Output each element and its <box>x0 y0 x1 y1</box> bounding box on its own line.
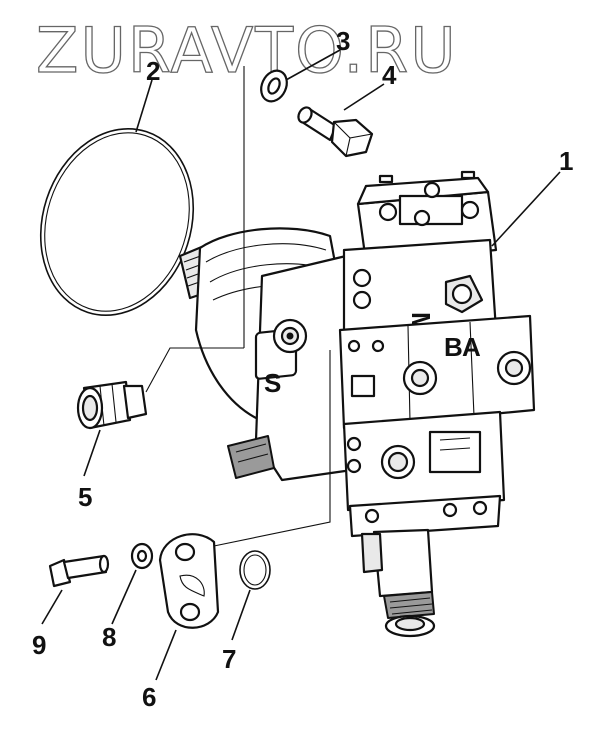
port-a-label: A <box>462 332 481 362</box>
callout-7: 7 <box>222 644 236 674</box>
washer-top <box>260 69 288 103</box>
o-ring-small <box>239 550 271 590</box>
callout-6: 6 <box>142 682 156 712</box>
hydraulic-pump-assembly: S M B A <box>178 170 536 638</box>
callout-1: 1 <box>559 146 573 176</box>
bolt-lower <box>48 554 110 588</box>
callout-3: 3 <box>336 26 350 56</box>
o-ring-large <box>39 128 195 316</box>
callout-2: 2 <box>146 56 160 86</box>
callout-8: 8 <box>102 622 116 652</box>
split-flange-clamp <box>158 533 220 629</box>
fitting-plug <box>76 380 148 430</box>
callout-5: 5 <box>78 482 92 512</box>
port-b-label: B <box>444 332 463 362</box>
callout-9: 9 <box>32 630 46 660</box>
bolt-top <box>297 106 374 158</box>
s-logo-text: S <box>264 368 281 398</box>
watermark-text: ZURAVTO.RU <box>36 14 458 87</box>
leader-lines <box>41 49 561 681</box>
washer-small <box>130 542 154 570</box>
callout-4: 4 <box>382 60 397 90</box>
